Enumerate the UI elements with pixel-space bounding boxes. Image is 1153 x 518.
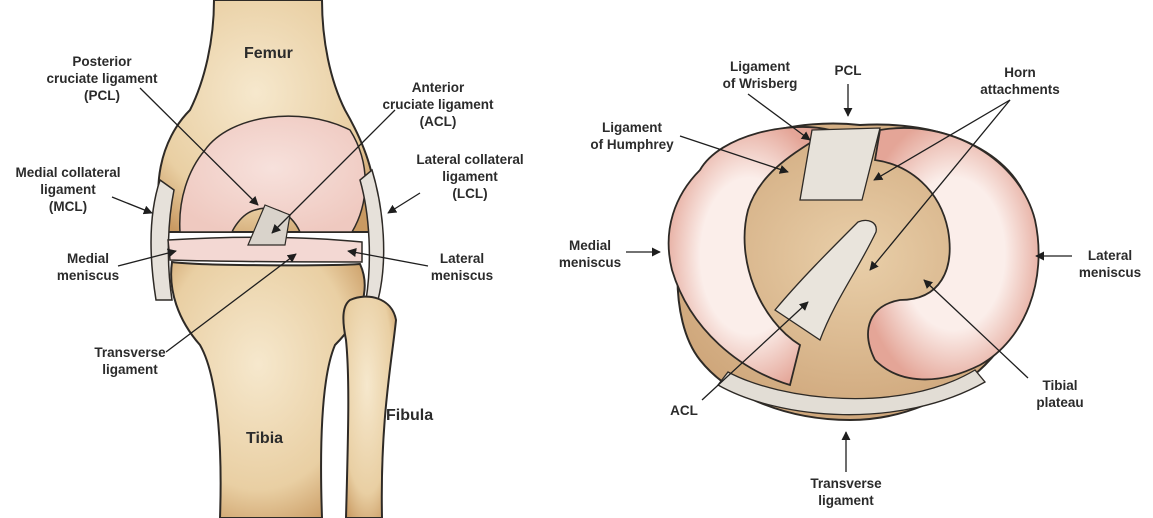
svg-text:ACL: ACL <box>670 403 698 418</box>
tibia-bone <box>171 262 365 518</box>
svg-text:meniscus: meniscus <box>431 268 493 283</box>
svg-text:Lateral: Lateral <box>1088 248 1132 263</box>
svg-text:(MCL): (MCL) <box>49 199 87 214</box>
femur-label: Femur <box>244 45 293 62</box>
svg-text:Transverse: Transverse <box>810 476 882 491</box>
svg-text:Tibial: Tibial <box>1042 378 1077 393</box>
svg-text:cruciate ligament: cruciate ligament <box>382 97 494 112</box>
lcl-leader <box>388 193 420 213</box>
svg-text:attachments: attachments <box>980 82 1060 97</box>
svg-text:meniscus: meniscus <box>1079 265 1141 280</box>
label-top-transverse: Transverse ligament <box>810 476 882 508</box>
svg-text:meniscus: meniscus <box>57 268 119 283</box>
label-medial-collateral: Medial collateral ligament (MCL) <box>15 165 120 214</box>
label-front-transverse: Transverse ligament <box>94 345 166 377</box>
svg-text:Lateral: Lateral <box>440 251 484 266</box>
label-anterior-cruciate: Anterior cruciate ligament (ACL) <box>382 80 494 129</box>
label-horn-attachments: Horn attachments <box>980 65 1060 97</box>
fibula-label: Fibula <box>386 407 433 424</box>
label-humphrey: Ligament of Humphrey <box>590 120 674 152</box>
top-view-tibial-plateau <box>669 123 1039 420</box>
svg-text:ligament: ligament <box>818 493 874 508</box>
svg-text:Anterior: Anterior <box>412 80 465 95</box>
svg-text:of Humphrey: of Humphrey <box>590 137 674 152</box>
svg-text:ligament: ligament <box>102 362 158 377</box>
svg-text:Medial collateral: Medial collateral <box>15 165 120 180</box>
svg-text:of Wrisberg: of Wrisberg <box>723 76 798 91</box>
svg-text:cruciate ligament: cruciate ligament <box>46 71 158 86</box>
label-top-medial-meniscus: Medial meniscus <box>559 238 621 270</box>
svg-text:Medial: Medial <box>569 238 611 253</box>
svg-text:meniscus: meniscus <box>559 255 621 270</box>
svg-text:ligament: ligament <box>442 169 498 184</box>
label-posterior-cruciate: Posterior cruciate ligament (PCL) <box>46 54 158 103</box>
label-front-medial-meniscus: Medial meniscus <box>57 251 119 283</box>
svg-text:(PCL): (PCL) <box>84 88 120 103</box>
label-front-lateral-meniscus: Lateral meniscus <box>431 251 493 283</box>
svg-text:Ligament: Ligament <box>602 120 663 135</box>
svg-text:plateau: plateau <box>1036 395 1083 410</box>
svg-text:(LCL): (LCL) <box>452 186 487 201</box>
svg-text:(ACL): (ACL) <box>420 114 457 129</box>
svg-text:Transverse: Transverse <box>94 345 166 360</box>
label-top-lateral-meniscus: Lateral meniscus <box>1079 248 1141 280</box>
svg-text:Horn: Horn <box>1004 65 1036 80</box>
label-tibial-plateau: Tibial plateau <box>1036 378 1083 410</box>
svg-text:PCL: PCL <box>835 63 862 78</box>
svg-text:Medial: Medial <box>67 251 109 266</box>
svg-text:Lateral collateral: Lateral collateral <box>416 152 523 167</box>
mcl-leader <box>112 197 152 213</box>
label-top-pcl: PCL <box>835 63 862 78</box>
svg-text:ligament: ligament <box>40 182 96 197</box>
label-top-acl: ACL <box>670 403 698 418</box>
svg-text:Ligament: Ligament <box>730 59 791 74</box>
tibia-label: Tibia <box>246 430 283 447</box>
label-wrisberg: Ligament of Wrisberg <box>723 59 798 91</box>
svg-text:Posterior: Posterior <box>72 54 132 69</box>
label-lateral-collateral: Lateral collateral ligament (LCL) <box>416 152 523 201</box>
